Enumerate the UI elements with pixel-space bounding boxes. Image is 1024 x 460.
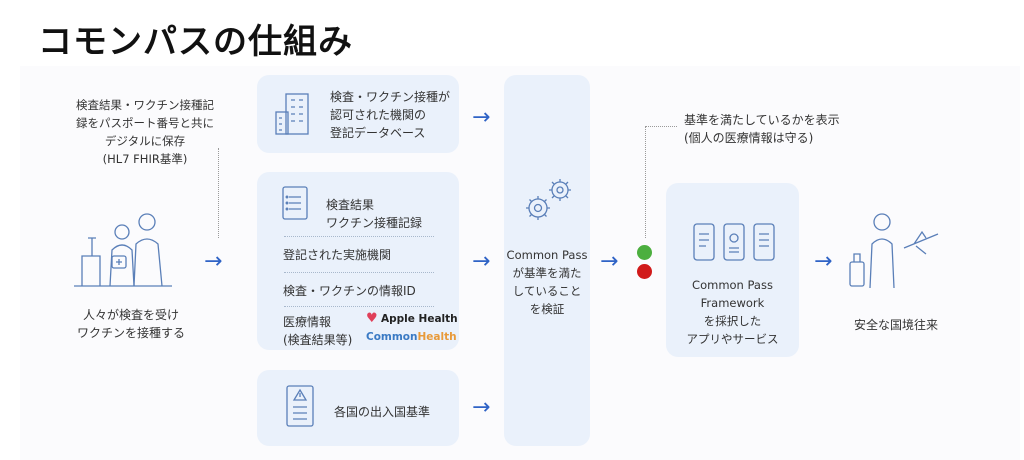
divider	[284, 236, 434, 237]
building-icon	[276, 90, 320, 138]
doc-label-line: ワクチン接種記録	[326, 214, 422, 232]
person-testing-icon	[72, 208, 182, 288]
display-note-line: (個人の医療情報は守る)	[684, 129, 840, 147]
verify-line: していること	[504, 282, 590, 300]
page-title: コモンパスの仕組み	[38, 14, 353, 63]
common-pass-verify-text: Common Pass が基準を満た していること を検証	[504, 246, 590, 318]
test-vaccine-id-label: 検査・ワクチンの情報ID	[283, 282, 416, 300]
registry-database-line: 認可された機関の	[330, 106, 450, 124]
common-health-part-b: Health	[418, 331, 457, 343]
apple-health-logo: Apple Health	[381, 313, 458, 325]
dotted-connector	[645, 126, 677, 127]
medical-info-line: 医療情報	[283, 313, 352, 331]
status-green-dot	[637, 245, 652, 260]
person-caption: 人々が検査を受け ワクチンを接種する	[66, 306, 196, 342]
left-note: 検査結果・ワクチン接種記 録をパスポート番号と共に デジタルに保存 (HL7 F…	[60, 96, 230, 168]
doc-label-line: 検査結果	[326, 196, 422, 214]
framework-line: アプリやサービス	[666, 330, 799, 348]
dotted-connector	[218, 148, 219, 238]
gears-icon	[522, 176, 576, 224]
verify-line: が基準を満た	[504, 264, 590, 282]
heart-icon: ♥	[366, 311, 378, 326]
divider	[284, 306, 434, 307]
arrow-right-icon: →	[814, 251, 832, 273]
framework-apps-text: Common Pass Framework を採択した アプリやサービス	[666, 276, 799, 348]
arrow-right-icon: →	[600, 251, 618, 273]
verify-line: Common Pass	[504, 246, 590, 264]
dotted-connector	[645, 126, 646, 238]
left-note-line: デジタルに保存	[60, 132, 230, 150]
registry-database-line: 登記データベース	[330, 124, 450, 142]
framework-line: Common Pass	[666, 276, 799, 294]
registered-institution-label: 登記された実施機関	[283, 246, 391, 264]
verify-line: を検証	[504, 300, 590, 318]
divider	[284, 272, 434, 273]
doc-label: 検査結果 ワクチン接種記録	[326, 196, 422, 232]
person-caption-line: 人々が検査を受け	[66, 306, 196, 324]
framework-line: Framework	[666, 294, 799, 312]
display-note-line: 基準を満たしているかを表示	[684, 111, 840, 129]
arrow-right-icon: →	[204, 251, 222, 273]
framework-line: を採択した	[666, 312, 799, 330]
arrow-right-icon: →	[472, 251, 490, 273]
safe-travel-caption: 安全な国境往来	[836, 316, 956, 334]
common-health-logo: CommonHealth	[366, 331, 457, 343]
smartphones-icon	[692, 222, 776, 262]
registry-database-line: 検査・ワクチン接種が	[330, 88, 450, 106]
registry-database-text: 検査・ワクチン接種が 認可された機関の 登記データベース	[330, 88, 450, 142]
medical-info-label: 医療情報 (検査結果等)	[283, 313, 352, 349]
display-note: 基準を満たしているかを表示 (個人の医療情報は守る)	[684, 111, 840, 147]
arrow-right-icon: →	[472, 107, 490, 129]
traveler-airplane-icon	[846, 212, 944, 292]
arrow-right-icon: →	[472, 397, 490, 419]
status-red-dot	[637, 264, 652, 279]
left-note-line: 録をパスポート番号と共に	[60, 114, 230, 132]
medical-info-line: (検査結果等)	[283, 331, 352, 349]
left-note-line: (HL7 FHIR基準)	[60, 150, 230, 168]
warning-document-icon	[286, 385, 316, 429]
entry-criteria-text: 各国の出入国基準	[334, 403, 430, 421]
person-caption-line: ワクチンを接種する	[66, 324, 196, 342]
common-health-part-a: Common	[366, 331, 418, 343]
left-note-line: 検査結果・ワクチン接種記	[60, 96, 230, 114]
document-icon	[282, 186, 310, 222]
